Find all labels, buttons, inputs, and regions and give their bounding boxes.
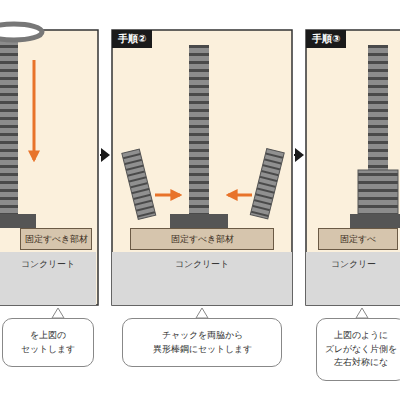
member-band: 固定すべ bbox=[318, 228, 398, 250]
step-arrow bbox=[294, 148, 304, 162]
step-panel: 手順② 固定すべき部材コンクリート bbox=[112, 30, 292, 305]
member-band: 固定すべき部材 bbox=[130, 228, 274, 250]
node-text: 固定すべき部材 bbox=[25, 233, 88, 246]
node-text: コンクリート bbox=[21, 258, 75, 271]
concrete-band: コンクリート bbox=[0, 252, 96, 305]
speech-bubble: 上図のように ズレがなく片側を 左右対称にな bbox=[316, 318, 400, 381]
member-band: 固定すべき部材 bbox=[20, 228, 92, 250]
node-text: を上図の セットします bbox=[11, 329, 85, 356]
speech-bubble: を上図の セットします bbox=[2, 318, 94, 367]
node-text: 上図のように ズレがなく片側を 左右対称にな bbox=[325, 329, 397, 370]
node-text: 固定すべき部材 bbox=[171, 233, 234, 246]
node-text: 固定すべ bbox=[340, 233, 376, 246]
speech-bubble: チャックを両脇から 異形棒鋼にセットします bbox=[122, 318, 282, 367]
step-header: 手順③ bbox=[306, 30, 346, 48]
node-text: コンクリー bbox=[331, 258, 376, 271]
step-panel: 手順③ 固定すべコンクリー bbox=[306, 30, 400, 305]
node-text: チャックを両脇から 異形棒鋼にセットします bbox=[131, 329, 273, 356]
concrete-band: コンクリー bbox=[306, 252, 400, 305]
step-panel: 固定すべき部材コンクリート bbox=[0, 30, 98, 305]
step-header: 手順② bbox=[112, 30, 152, 48]
node-text: コンクリート bbox=[175, 258, 229, 271]
step-arrow bbox=[100, 148, 110, 162]
concrete-band: コンクリート bbox=[112, 252, 292, 305]
